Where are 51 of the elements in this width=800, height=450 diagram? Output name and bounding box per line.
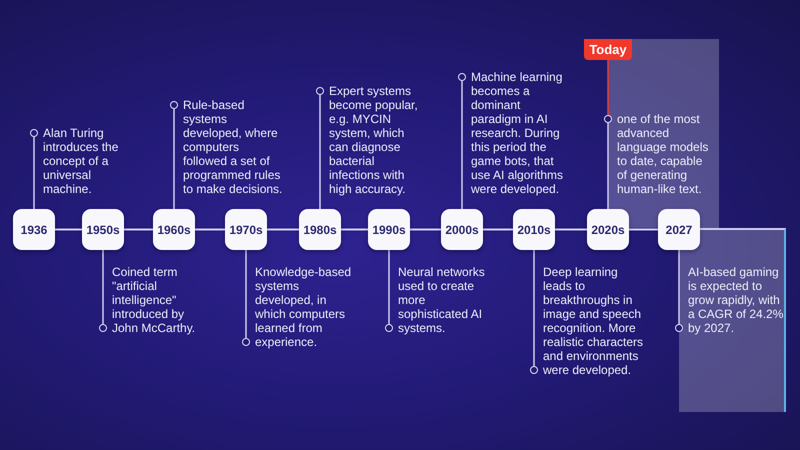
event-marker xyxy=(30,129,38,137)
event-description: one of the most advanced language models to date, capable of generating human-like text. xyxy=(617,112,710,196)
event-description: Neural networks used to create more sophisticated AI systems. xyxy=(398,265,486,335)
event-description: Rule-based systems developed, where computers followed a set of programmed rules to make decisions. xyxy=(183,98,283,196)
event-marker xyxy=(170,101,178,109)
connector-line xyxy=(533,250,535,366)
year-box: 1960s xyxy=(153,209,195,250)
year-box: 2000s xyxy=(441,209,483,250)
connector-line xyxy=(388,250,390,324)
year-box: 2020s xyxy=(587,209,629,250)
event-marker xyxy=(99,324,107,332)
event-marker xyxy=(675,324,683,332)
connector-line xyxy=(245,250,247,338)
event-description: Expert systems become popular, e.g. MYCIN system, which can diagnose bacterial infections with high accuracy. xyxy=(329,84,419,196)
event-marker xyxy=(604,115,612,123)
timeline-line xyxy=(410,228,441,230)
event-description: Deep learning leads to breakthroughs in image and speech recognition. More realistic characters and environments were developed. xyxy=(543,265,644,377)
event-description: Knowledge-based systems developed, in which computers learned from experience. xyxy=(255,265,352,349)
timeline-line xyxy=(341,228,368,230)
event-description: AI-based gaming is expected to grow rapidly, with a CAGR of 24.2% by 2027. xyxy=(688,265,784,335)
timeline-line xyxy=(124,228,153,230)
connector-line xyxy=(319,95,321,209)
event-description: Machine learning becomes a dominant paradigm in AI research. During this period the game bots, that use AI algorithms were developed. xyxy=(471,70,564,196)
timeline-line xyxy=(195,228,225,230)
year-box: 1970s xyxy=(225,209,267,250)
event-marker xyxy=(530,366,538,374)
event-marker xyxy=(458,73,466,81)
event-marker xyxy=(316,87,324,95)
event-description: Coined term "artificial intelligence" introduced by John McCarthy. xyxy=(112,265,196,335)
year-box: 2010s xyxy=(513,209,555,250)
event-marker xyxy=(242,338,250,346)
year-box: 1936 xyxy=(13,209,55,250)
event-marker xyxy=(385,324,393,332)
year-box: 1990s xyxy=(368,209,410,250)
connector-line xyxy=(607,60,609,115)
timeline-line xyxy=(555,228,587,230)
timeline-line xyxy=(267,228,299,230)
year-box: 1980s xyxy=(299,209,341,250)
connector-line xyxy=(678,250,680,324)
connector-line xyxy=(102,250,104,324)
year-box: 1950s xyxy=(82,209,124,250)
connector-line xyxy=(607,123,609,209)
connector-line xyxy=(33,137,35,209)
connector-line xyxy=(461,81,463,209)
timeline-line xyxy=(629,228,658,230)
event-description: Alan Turing introduces the concept of a universal machine. xyxy=(43,126,120,196)
connector-line xyxy=(173,109,175,209)
year-box: 2027 xyxy=(658,209,700,250)
timeline-line xyxy=(483,228,513,230)
timeline-line xyxy=(55,228,82,230)
today-tag: Today xyxy=(584,39,632,60)
